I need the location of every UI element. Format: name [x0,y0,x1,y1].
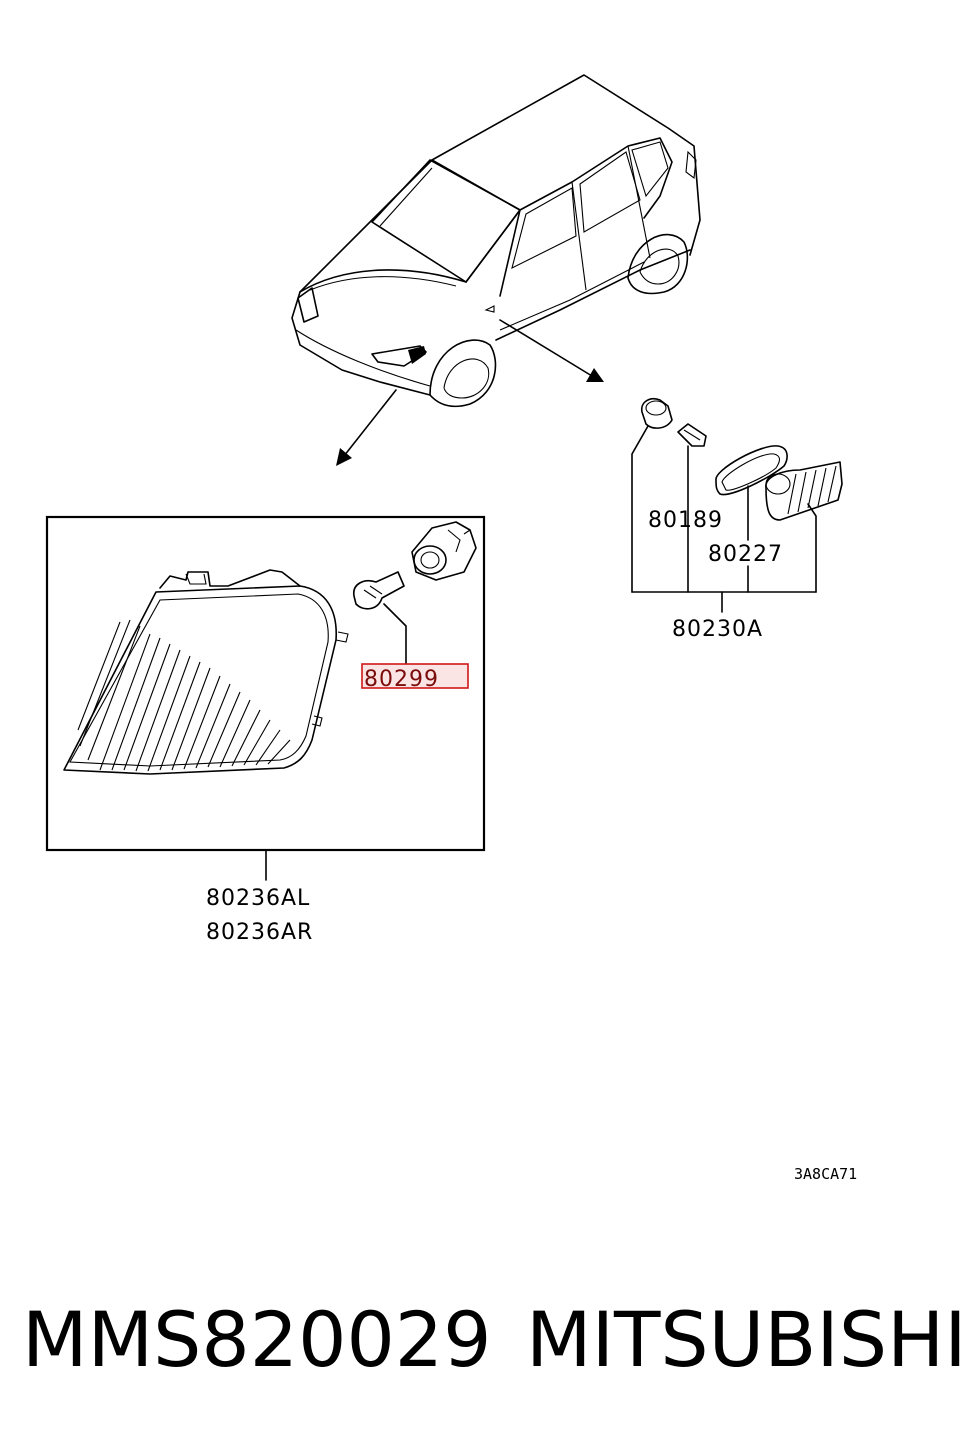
part-number: MMS820029 [22,1295,492,1384]
side-marker-icon [765,461,843,521]
socket-icon [411,521,477,581]
callout-80227[interactable]: 80227 [708,542,783,567]
side-group-leaders [631,425,817,613]
callout-80236al[interactable]: 80236AL [206,886,310,911]
callout-80230a[interactable]: 80230A [672,617,763,642]
brand-name: MITSUBISHI [526,1295,960,1384]
car-outline-icon [291,74,701,408]
parts-diagram: 80299 80236AL 80236AR [45,74,857,1183]
bulb-icon [353,571,405,610]
wedge-bulb-icon [677,423,707,447]
footer: MMS820029 MITSUBISHI [0,1290,960,1390]
diagram-code: 3A8CA71 [794,1165,857,1183]
arrow-to-corner-lamp [336,389,397,466]
callout-80299[interactable]: 80299 [364,667,439,692]
callout-80189[interactable]: 80189 [648,508,723,533]
gasket-icon [715,445,788,496]
corner-lamp-icon [63,569,349,775]
callout-highlight [361,663,469,689]
arrow-to-side-marker [499,319,604,382]
callout-80236ar[interactable]: 80236AR [206,920,313,945]
bulb-holder-icon [640,397,673,429]
